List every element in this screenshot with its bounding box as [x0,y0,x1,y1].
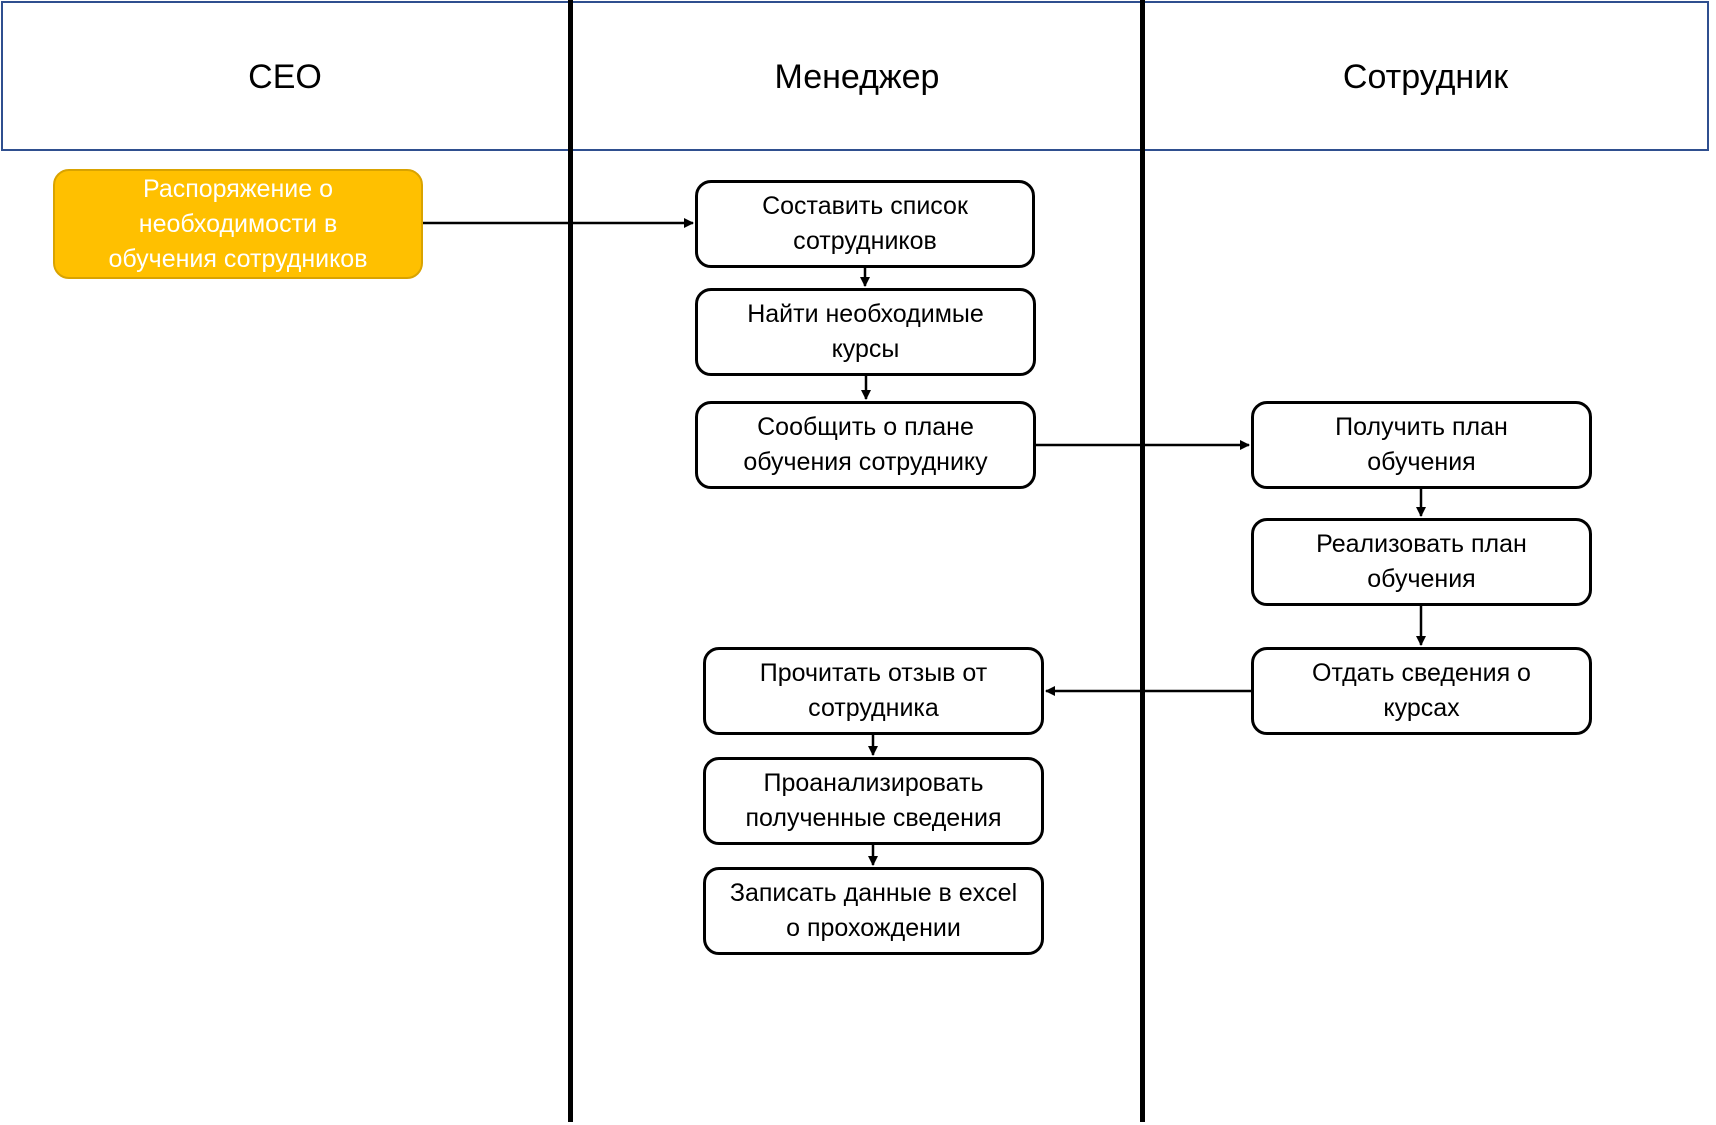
lane-title-ceo: CEO [248,58,322,96]
lane-title-manager: Менеджер [774,58,940,96]
node-analyze-info[interactable]: Проанализировать полученные сведения [703,757,1044,845]
node-find-courses[interactable]: Найти необходимые курсы [695,288,1036,376]
node-get-plan[interactable]: Получить план обучения [1251,401,1592,489]
node-give-course-info[interactable]: Отдать сведения о курсах [1251,647,1592,735]
lane-divider-ceo-manager [568,0,573,1122]
lane-header-row [1,1,1709,151]
node-implement-plan[interactable]: Реализовать план обучения [1251,518,1592,606]
lane-divider-manager-employee [1140,0,1145,1122]
node-order-training[interactable]: Распоряжение о необходимости в обучения … [53,169,423,279]
node-inform-plan[interactable]: Сообщить о плане обучения сотруднику [695,401,1036,489]
lane-title-employee: Сотрудник [1342,58,1509,96]
node-read-feedback[interactable]: Прочитать отзыв от сотрудника [703,647,1044,735]
node-record-excel[interactable]: Записать данные в excel о прохождении [703,867,1044,955]
node-make-employee-list[interactable]: Составить список сотрудников [695,180,1035,268]
